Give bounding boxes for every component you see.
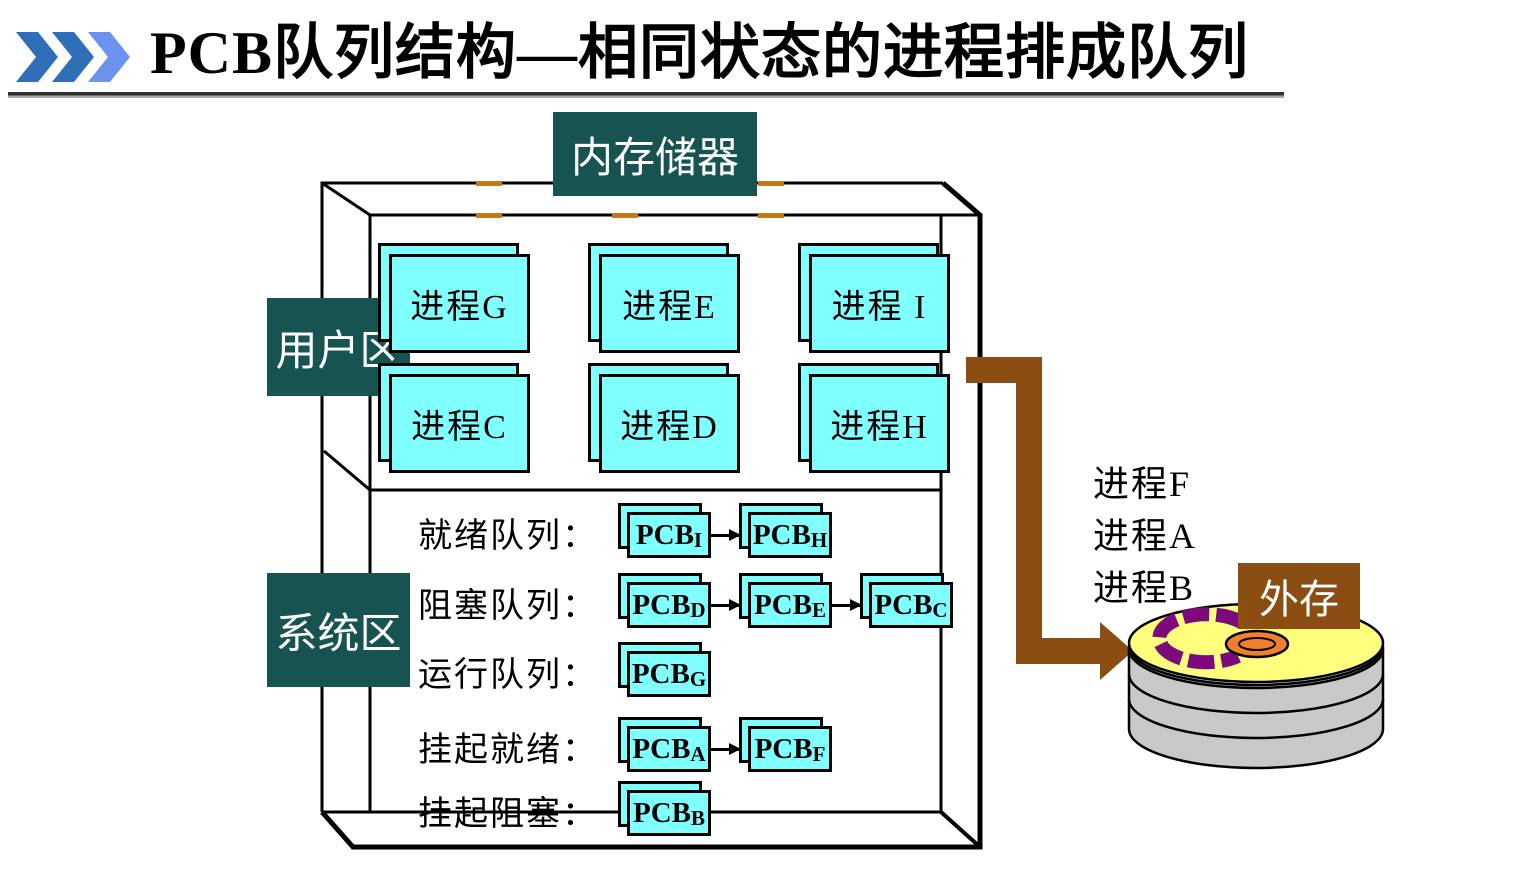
process-box-h: 进程H <box>798 363 950 473</box>
external-process: 进程A <box>1093 516 1197 556</box>
disk-stack-icon <box>1127 602 1385 770</box>
process-box-g: 进程G <box>378 243 530 353</box>
memory-label: 内存储器 <box>553 112 757 196</box>
page-title: PCB队列结构—相同状态的进程排成队列 <box>150 20 1249 86</box>
process-box-i: 进程 I <box>798 243 950 353</box>
external-process: 进程F <box>1093 464 1192 504</box>
link-arrow-icon <box>711 743 741 755</box>
queue-label-suspended-blocked: 挂起阻塞： <box>418 796 598 833</box>
link-arrow-icon <box>711 529 741 541</box>
triple-chevron-icon <box>16 32 130 82</box>
orange-dashes <box>476 181 784 218</box>
disk-hub <box>1224 629 1290 659</box>
link-arrow-icon <box>711 599 741 611</box>
area-divider-line <box>323 449 941 492</box>
process-box-label: 进程 I <box>809 254 950 353</box>
process-box-d: 进程D <box>588 363 740 473</box>
process-box-label: 进程C <box>389 374 530 473</box>
queue-label-suspended-ready: 挂起就绪： <box>418 732 598 769</box>
link-arrow-icon <box>832 599 862 611</box>
process-box-label: 进程E <box>599 254 740 353</box>
process-box-c: 进程C <box>378 363 530 473</box>
process-box-label: 进程G <box>389 254 530 353</box>
external-process: 进程B <box>1093 568 1196 608</box>
queue-label-running: 运行队列： <box>418 657 598 694</box>
process-box-label: 进程H <box>809 374 950 473</box>
external-process-list: 进程F 进程A 进程B <box>1093 458 1197 614</box>
disk-track-arc <box>1152 607 1245 670</box>
process-box-label: 进程D <box>599 374 740 473</box>
system-area-label: 系统区 <box>267 573 410 687</box>
queue-label-ready: 就绪队列： <box>418 518 598 555</box>
title-rule <box>8 92 1284 98</box>
external-storage-label: 外存 <box>1238 563 1360 629</box>
swap-out-arrow-icon <box>966 357 1133 680</box>
process-box-e: 进程E <box>588 243 740 353</box>
queue-label-blocked: 阻塞队列： <box>418 588 598 625</box>
